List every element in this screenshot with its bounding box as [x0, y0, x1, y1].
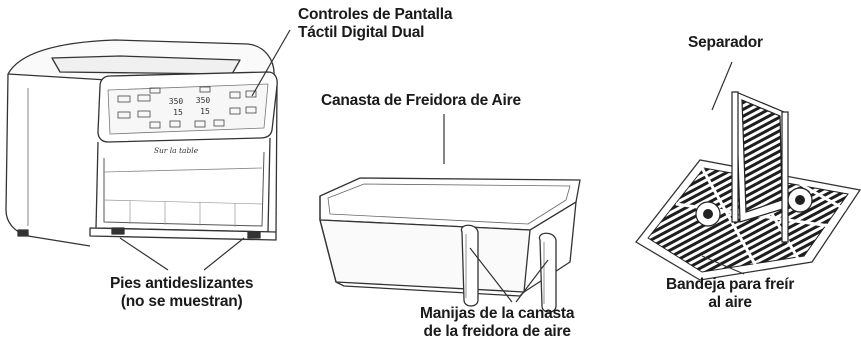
brand-logo: Sur la table — [154, 146, 199, 155]
display-left-temp: 350 — [169, 97, 184, 106]
label-feet-line2: (no se muestran) — [120, 293, 243, 310]
display-right-temp: 350 — [196, 96, 211, 105]
callout-lines — [119, 29, 745, 303]
divider-plate — [731, 91, 789, 243]
label-basket-text: Canasta de Freidora de Aire — [321, 92, 521, 109]
label-controls: Controles de Pantalla Táctil Digital Dua… — [298, 6, 452, 42]
label-tray: Bandeja para freír al aire — [666, 276, 794, 312]
air-fryer — [5, 39, 278, 247]
label-basket: Canasta de Freidora de Aire — [321, 92, 521, 110]
label-controls-line2: Táctil Digital Dual — [298, 24, 425, 41]
label-feet: Pies antideslizantes (no se muestran) — [110, 275, 254, 311]
label-controls-line1: Controles de Pantalla — [298, 6, 453, 23]
label-feet-line1: Pies antideslizantes — [110, 275, 254, 292]
display-left-time: 15 — [173, 108, 183, 117]
label-handles-line2: de la freidora de aire — [423, 323, 571, 340]
label-handles-line1: Manijas de la canasta — [420, 305, 575, 322]
control-panel-icons — [117, 86, 257, 129]
label-divider-text: Separador — [688, 34, 763, 51]
display-right-time: 15 — [200, 107, 210, 116]
air-fryer-basket — [319, 177, 581, 313]
label-divider: Separador — [688, 34, 763, 52]
label-handles: Manijas de la canasta de la freidora de … — [420, 305, 575, 341]
label-tray-line1: Bandeja para freír — [666, 276, 795, 293]
label-tray-line2: al aire — [708, 294, 752, 311]
